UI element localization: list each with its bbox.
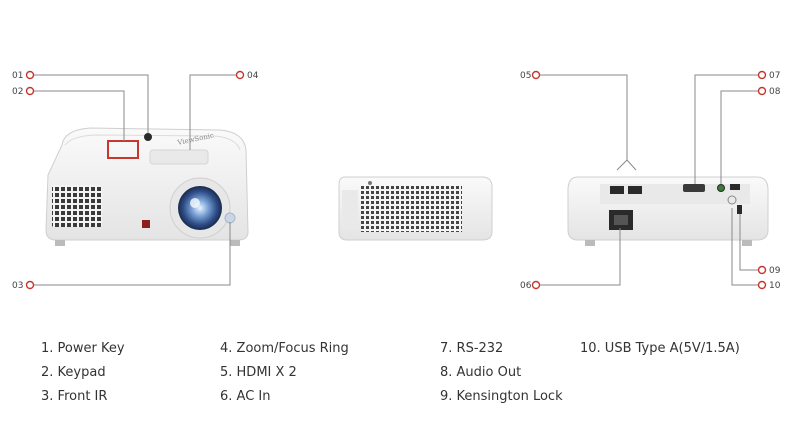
hdmi-port-1-icon (610, 186, 624, 194)
usb-port-icon (730, 184, 740, 190)
legend-column-4: 10. USB Type A(5V/1.5A) (580, 340, 740, 364)
callout-07-label: 07 (769, 71, 780, 81)
callout-05-label: 05 (520, 71, 531, 81)
side-projector-image (338, 176, 493, 241)
legend-column-1: 1. Power Key 2. Keypad 3. Front IR (41, 340, 125, 412)
leader-lines (34, 74, 758, 286)
callout-09-marker (757, 265, 767, 275)
legend-item-hdmi: 5. HDMI X 2 (220, 365, 297, 380)
callout-05-marker (531, 70, 541, 80)
legend-item-rs232: 7. RS-232 (440, 341, 504, 356)
hdmi-port-2-icon (628, 186, 642, 194)
legend-item-usb-type-a: 10. USB Type A(5V/1.5A) (580, 341, 740, 356)
callout-10-label: 10 (769, 281, 781, 291)
callout-06-label: 06 (520, 281, 532, 291)
callout-02-label: 02 (12, 87, 23, 97)
legend-item-ac-in: 6. AC In (220, 389, 271, 404)
callout-04-marker (235, 70, 245, 80)
legend-item-power-key: 1. Power Key (41, 341, 125, 356)
callout-06-marker (531, 280, 541, 290)
legend-column-2: 4. Zoom/Focus Ring 5. HDMI X 2 6. AC In (220, 340, 349, 412)
legend-item-keypad: 2. Keypad (41, 365, 106, 380)
kensington-lock-icon (737, 205, 742, 214)
legend-item-front-ir: 3. Front IR (41, 389, 108, 404)
callout-04-label: 04 (247, 71, 259, 81)
callout-03-marker (25, 280, 35, 290)
callout-10-marker (757, 280, 767, 290)
callout-03-label: 03 (12, 281, 23, 291)
rs232-port-icon (683, 184, 705, 192)
callout-02-marker (25, 86, 35, 96)
keypad-highlight (107, 140, 139, 159)
projector-diagram: ViewSonic (12, 70, 781, 291)
audio-out-port-icon (717, 184, 725, 192)
legend-column-3: 7. RS-232 8. Audio Out 9. Kensington Loc… (440, 340, 563, 412)
front-projector-image: ViewSonic (45, 127, 249, 246)
callout-08-label: 08 (769, 87, 781, 97)
legend-item-zoom-focus-ring: 4. Zoom/Focus Ring (220, 341, 349, 356)
brand-badge-icon (142, 220, 150, 228)
callout-09-label: 09 (769, 266, 781, 276)
legend-item-kensington-lock: 9. Kensington Lock (440, 389, 563, 404)
legend-item-audio-out: 8. Audio Out (440, 365, 522, 380)
callout-01-label: 01 (12, 71, 23, 81)
callout-08-marker (757, 86, 767, 96)
parts-legend: 1. Power Key 2. Keypad 3. Front IR 4. Zo… (0, 340, 800, 420)
callout-01-marker (25, 70, 35, 80)
callout-07-marker (757, 70, 767, 80)
rear-projector-image (567, 176, 769, 246)
